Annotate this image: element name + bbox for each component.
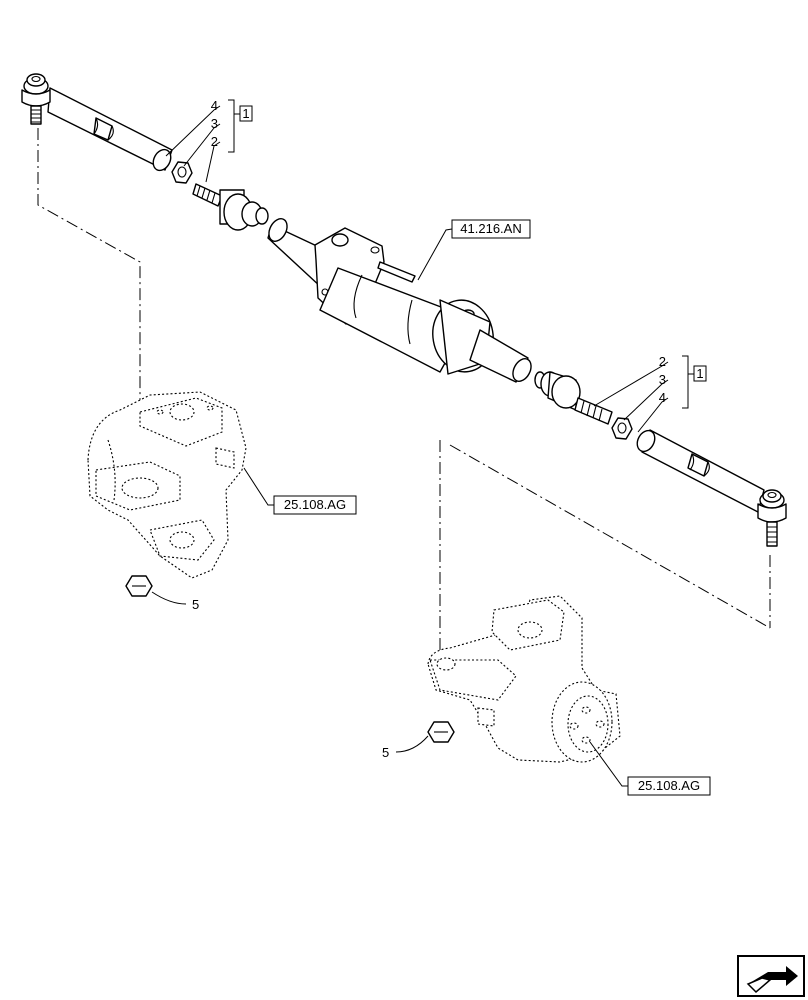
nut-left: [125, 575, 153, 597]
kit-number-right: 1: [696, 366, 703, 381]
jam-nut-right: [611, 417, 633, 440]
kit-bracket-right: [682, 355, 694, 409]
callout-left-3: 3: [211, 116, 218, 131]
ref-box-cylinder[interactable]: [451, 219, 531, 239]
steering-knuckle-right: [427, 595, 621, 763]
steering-knuckle-left: [87, 391, 247, 579]
assembly-centerlines: [37, 128, 771, 660]
tie-rod-end-left: [21, 73, 173, 172]
tie-rod-end-right: [636, 429, 787, 547]
callout-nut-right: 5: [382, 745, 389, 760]
next-page-arrow-icon[interactable]: [737, 955, 805, 997]
inner-ball-joint-left: [192, 183, 269, 231]
callout-right-3: 3: [659, 372, 666, 387]
steering-cylinder: [267, 218, 532, 383]
callout-left-4: 4: [211, 98, 218, 113]
ref-knuckle-left[interactable]: 25.108.AG: [284, 497, 346, 512]
ref-knuckle-right[interactable]: 25.108.AG: [638, 778, 700, 793]
ref-steering-cylinder[interactable]: 41.216.AN: [460, 221, 521, 236]
jam-nut-left: [171, 161, 193, 184]
kit-box-right: [693, 365, 707, 382]
nut-right: [427, 721, 455, 743]
kit-box-left: [239, 105, 253, 122]
leader-lines: [151, 105, 669, 787]
callout-right-4: 4: [659, 390, 666, 405]
callout-left-2: 2: [211, 134, 218, 149]
ref-box-knuckle-right[interactable]: [627, 776, 711, 796]
kit-number-left: 1: [242, 106, 249, 121]
kit-bracket-left: [228, 99, 240, 153]
callout-right-2: 2: [659, 354, 666, 369]
callout-nut-left: 5: [192, 597, 199, 612]
inner-ball-joint-right: [534, 371, 613, 425]
ref-box-knuckle-left[interactable]: [273, 495, 357, 515]
